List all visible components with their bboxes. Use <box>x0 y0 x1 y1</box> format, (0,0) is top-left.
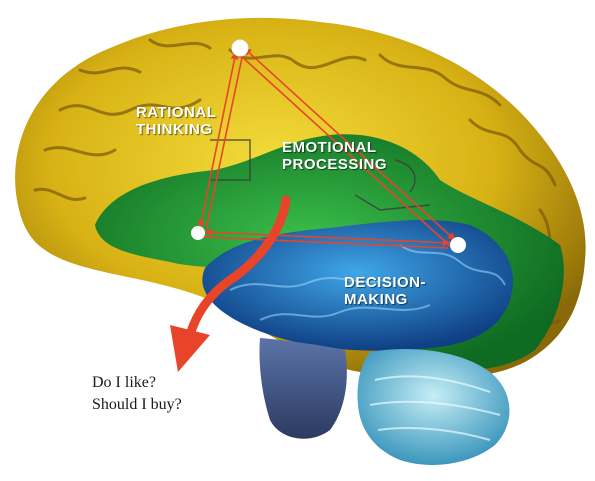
label-emotional-processing: EMOTIONAL PROCESSING <box>282 139 387 173</box>
decision-arrowhead <box>170 325 210 372</box>
label-rational-line2: THINKING <box>136 121 216 138</box>
question-buy: Should I buy? <box>92 394 182 416</box>
brainstem <box>259 338 346 439</box>
label-rational-line1: RATIONAL <box>136 104 216 121</box>
label-decision-line1: DECISION- <box>344 274 426 291</box>
label-decision-making: DECISION- MAKING <box>344 274 426 308</box>
node-decision <box>450 237 466 253</box>
question-like: Do I like? <box>92 372 156 394</box>
node-rational <box>232 40 248 56</box>
label-rational-thinking: RATIONAL THINKING <box>136 104 216 138</box>
node-emotional <box>191 226 205 240</box>
label-emotional-line1: EMOTIONAL <box>282 139 387 156</box>
label-decision-line2: MAKING <box>344 291 426 308</box>
label-emotional-line2: PROCESSING <box>282 156 387 173</box>
